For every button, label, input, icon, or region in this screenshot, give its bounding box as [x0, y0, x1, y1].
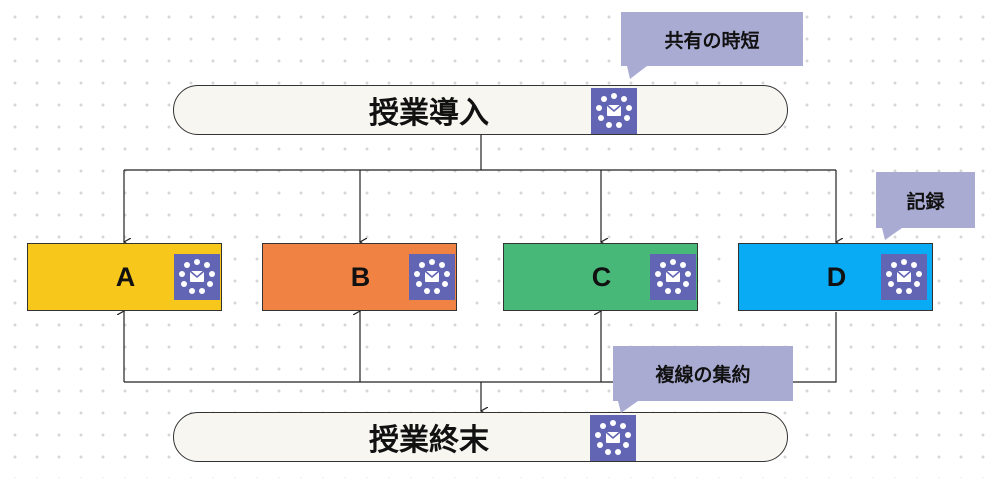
callout-record-label: 記録 [906, 191, 945, 213]
teams-network-icon [590, 415, 636, 461]
top-node-label: 授業導入 [369, 96, 489, 130]
node-b: B [262, 243, 457, 311]
bottom-node: 授業終末 [173, 412, 788, 462]
node-c: C [503, 243, 698, 311]
teams-network-icon [591, 88, 637, 134]
callout-share: 共有の時短 [621, 12, 803, 79]
bottom-node-label: 授業終末 [369, 423, 489, 457]
callout-pointer [618, 401, 638, 413]
callout-gather-label: 複線の集約 [655, 365, 751, 386]
node-d-label: D [826, 261, 847, 292]
callout-pointer [627, 66, 647, 79]
node-a-label: A [115, 261, 136, 292]
callout-record: 記録 [876, 172, 975, 240]
node-a: A [27, 243, 222, 311]
top-node: 授業導入 [173, 85, 788, 135]
teams-network-icon [409, 254, 455, 300]
node-b-label: B [350, 261, 371, 292]
node-c-label: C [591, 261, 612, 292]
callout-pointer [882, 228, 902, 240]
teams-network-icon [174, 254, 220, 300]
teams-network-icon [650, 254, 696, 300]
teams-network-icon [881, 254, 927, 300]
connector-from-d [481, 312, 837, 383]
node-d: D [738, 243, 933, 311]
callout-share-label: 共有の時短 [664, 30, 760, 52]
callout-gather: 複線の集約 [613, 346, 793, 413]
